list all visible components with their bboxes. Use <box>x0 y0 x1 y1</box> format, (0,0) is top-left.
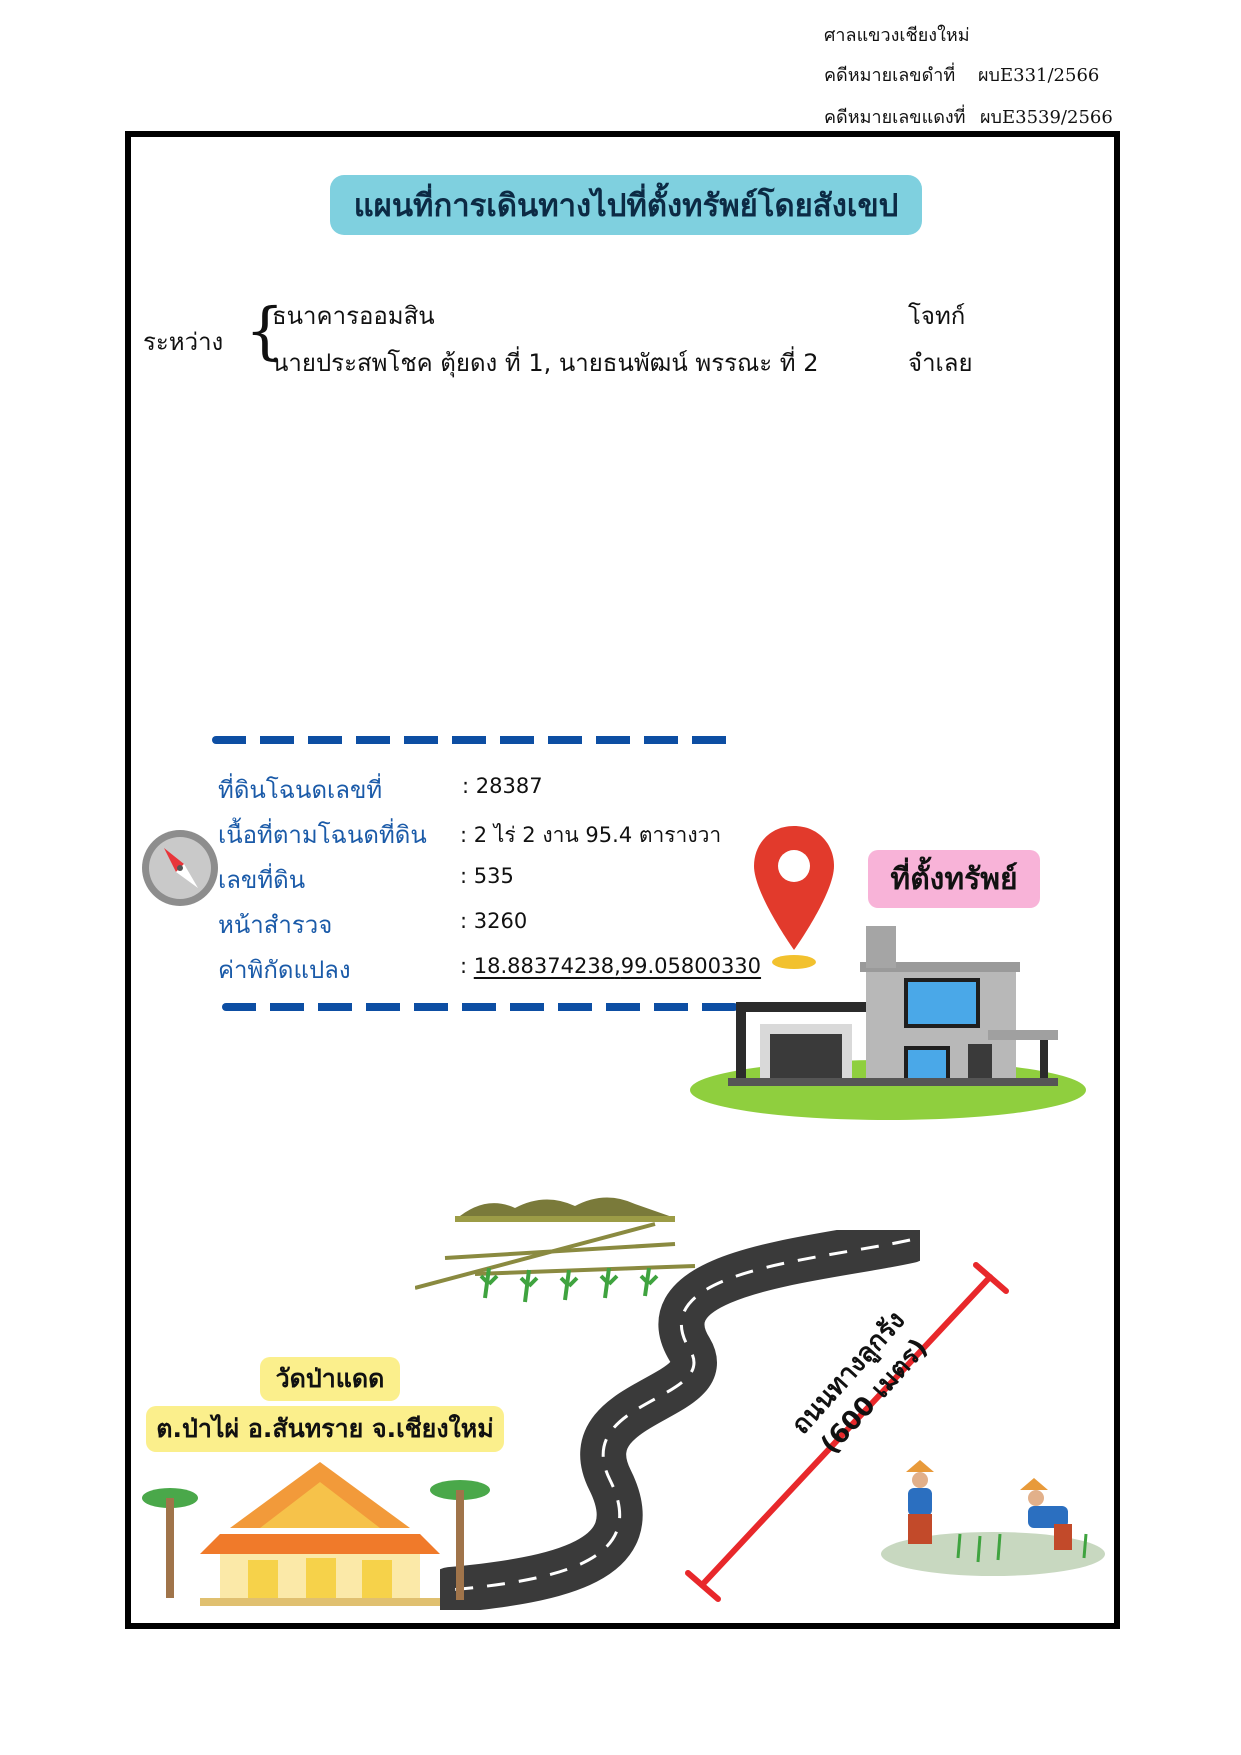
coordinates-prefix: : <box>460 954 474 978</box>
deed-number-label: ที่ดินโฉนดเลขที่ <box>218 776 383 804</box>
compass-icon <box>142 830 218 906</box>
area-label: เนื้อที่ตามโฉนดที่ดิน <box>218 821 427 849</box>
land-number-value: : 535 <box>460 864 514 888</box>
latitude: 18.88374238 <box>473 954 615 978</box>
temple-name-tag: วัดป่าแดด <box>260 1357 400 1401</box>
coordinates-value: : 18.88374238,99.05800330 <box>460 954 761 978</box>
map-frame <box>125 131 1120 1629</box>
red-case-number: ผบE3539/2566 <box>980 107 1113 128</box>
black-case-label: คดีหมายเลขดำที่ <box>824 65 956 86</box>
road-icon <box>440 1230 920 1610</box>
court-name: ศาลแขวงเชียงใหม่ <box>824 25 970 46</box>
coordinate-separator: , <box>614 954 621 978</box>
rice-field-icon <box>415 1197 696 1303</box>
page-title: แผนที่การเดินทางไปที่ตั้งทรัพย์โดยสังเขป <box>330 175 922 235</box>
property-location-tag: ที่ตั้งทรัพย์ <box>868 850 1040 908</box>
survey-page-value: : 3260 <box>460 909 528 933</box>
location-pin-icon <box>754 826 834 969</box>
temple-icon <box>142 1462 490 1606</box>
between-label: ระหว่าง <box>143 328 224 356</box>
temple-address-tag: ต.ป่าไผ่ อ.สันทราย จ.เชียงใหม่ <box>146 1406 504 1452</box>
defendant-role: จำเลย <box>908 349 973 377</box>
coordinates-label: ค่าพิกัดแปลง <box>218 956 351 984</box>
dashed-divider-top <box>212 736 734 744</box>
house-icon <box>690 926 1086 1120</box>
farmers-icon <box>881 1460 1105 1576</box>
black-case-number: ผบE331/2566 <box>978 65 1100 86</box>
brace-icon: { <box>245 294 285 367</box>
plaintiff-name: ธนาคารออมสิน <box>272 302 435 330</box>
survey-page-label: หน้าสำรวจ <box>218 911 333 939</box>
plaintiff-role: โจทก์ <box>908 302 966 330</box>
longitude: 99.05800330 <box>620 954 762 978</box>
area-value: : 2 ไร่ 2 งาน 95.4 ตารางวา <box>460 823 722 847</box>
defendant-names: นายประสพโชค ตุ้ยดง ที่ 1, นายธนพัฒน์ พรร… <box>272 349 819 377</box>
dashed-divider-bottom <box>222 1003 738 1011</box>
deed-number-value: : 28387 <box>462 774 543 798</box>
land-number-label: เลขที่ดิน <box>218 866 306 894</box>
red-case-label: คดีหมายเลขแดงที่ <box>824 107 966 128</box>
distance-line-icon <box>685 1262 1009 1602</box>
